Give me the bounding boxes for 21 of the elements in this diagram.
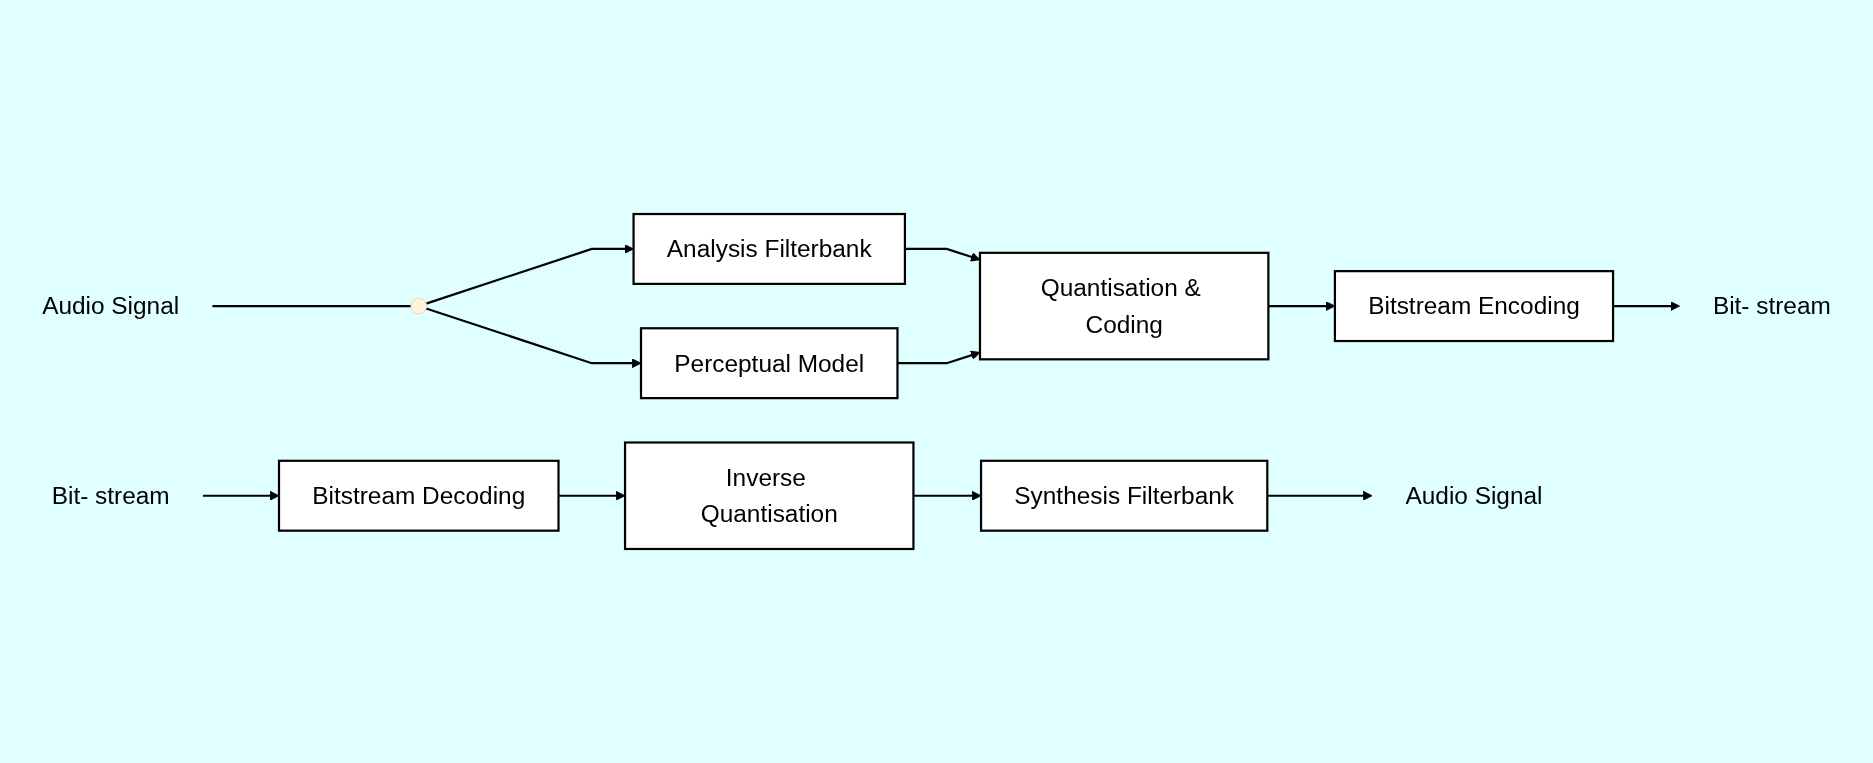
node-box: Synthesis Filterbank xyxy=(979,459,1269,532)
arrow xyxy=(558,490,626,501)
arrow xyxy=(425,244,634,305)
arrow xyxy=(1267,490,1373,501)
arrow xyxy=(202,490,280,501)
node-box: Quantisation & Coding xyxy=(978,251,1270,361)
node-text: Bit- stream xyxy=(1712,292,1831,320)
arrow xyxy=(1613,301,1681,311)
arrow xyxy=(897,350,981,365)
node-text: Audio Signal xyxy=(1405,481,1543,510)
node-box: Inverse Quantisation xyxy=(623,441,915,551)
node-circle xyxy=(410,297,428,315)
arrow xyxy=(913,490,982,501)
node-box: Analysis Filterbank xyxy=(632,212,907,285)
node-box: Bitstream Encoding xyxy=(1333,270,1615,343)
arrow xyxy=(425,307,642,369)
node-text: Audio Signal xyxy=(42,292,180,320)
node-text: Bit- stream xyxy=(51,481,170,510)
node-box: Bitstream Decoding xyxy=(277,459,560,532)
connector xyxy=(212,304,411,308)
node-box: Perceptual Model xyxy=(639,327,899,400)
